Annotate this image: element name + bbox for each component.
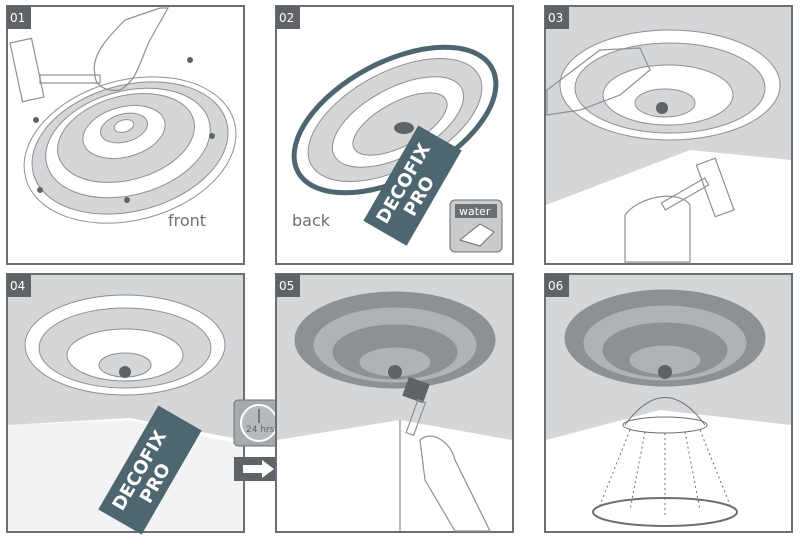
water-badge: water xyxy=(449,199,503,253)
step-05-panel: 05 xyxy=(275,273,514,533)
rosette-glued-illustration xyxy=(24,294,226,396)
step-02-panel: 02 back DECOFIX PRO water xyxy=(275,5,514,265)
timer-label: 24 hrs xyxy=(246,425,275,435)
step-number: 01 xyxy=(10,11,25,25)
rosette-mounted-illustration xyxy=(559,29,781,141)
nail-icon xyxy=(33,57,215,203)
front-label: front xyxy=(168,211,206,230)
rosette-painted-illustration xyxy=(294,291,496,389)
step-number: 05 xyxy=(279,279,294,293)
arrow-right-icon xyxy=(243,460,274,478)
back-label: back xyxy=(292,211,331,230)
hand-icon xyxy=(546,47,651,116)
step-01-panel: 01 front xyxy=(6,5,245,265)
step-number: 02 xyxy=(279,11,294,25)
hand-icon xyxy=(624,195,691,263)
wet-cloth-icon xyxy=(458,223,495,247)
step-06-panel: 06 xyxy=(544,273,793,533)
step-03-panel: 03 xyxy=(544,5,793,265)
rosette-front-illustration xyxy=(23,76,237,224)
chandelier-icon xyxy=(592,397,738,527)
paintbrush-icon xyxy=(402,376,430,437)
hand-icon xyxy=(93,7,170,91)
hammer-icon xyxy=(660,157,735,218)
step-number: 06 xyxy=(548,279,563,293)
step-04-panel: 04 DECOFIX PRO xyxy=(6,273,245,535)
step-number: 03 xyxy=(548,11,563,25)
svg-text:water: water xyxy=(459,205,491,218)
hand-icon xyxy=(419,435,491,532)
rosette-finished-illustration xyxy=(564,289,766,387)
hammer-icon xyxy=(9,37,101,103)
step-number: 04 xyxy=(10,279,25,293)
